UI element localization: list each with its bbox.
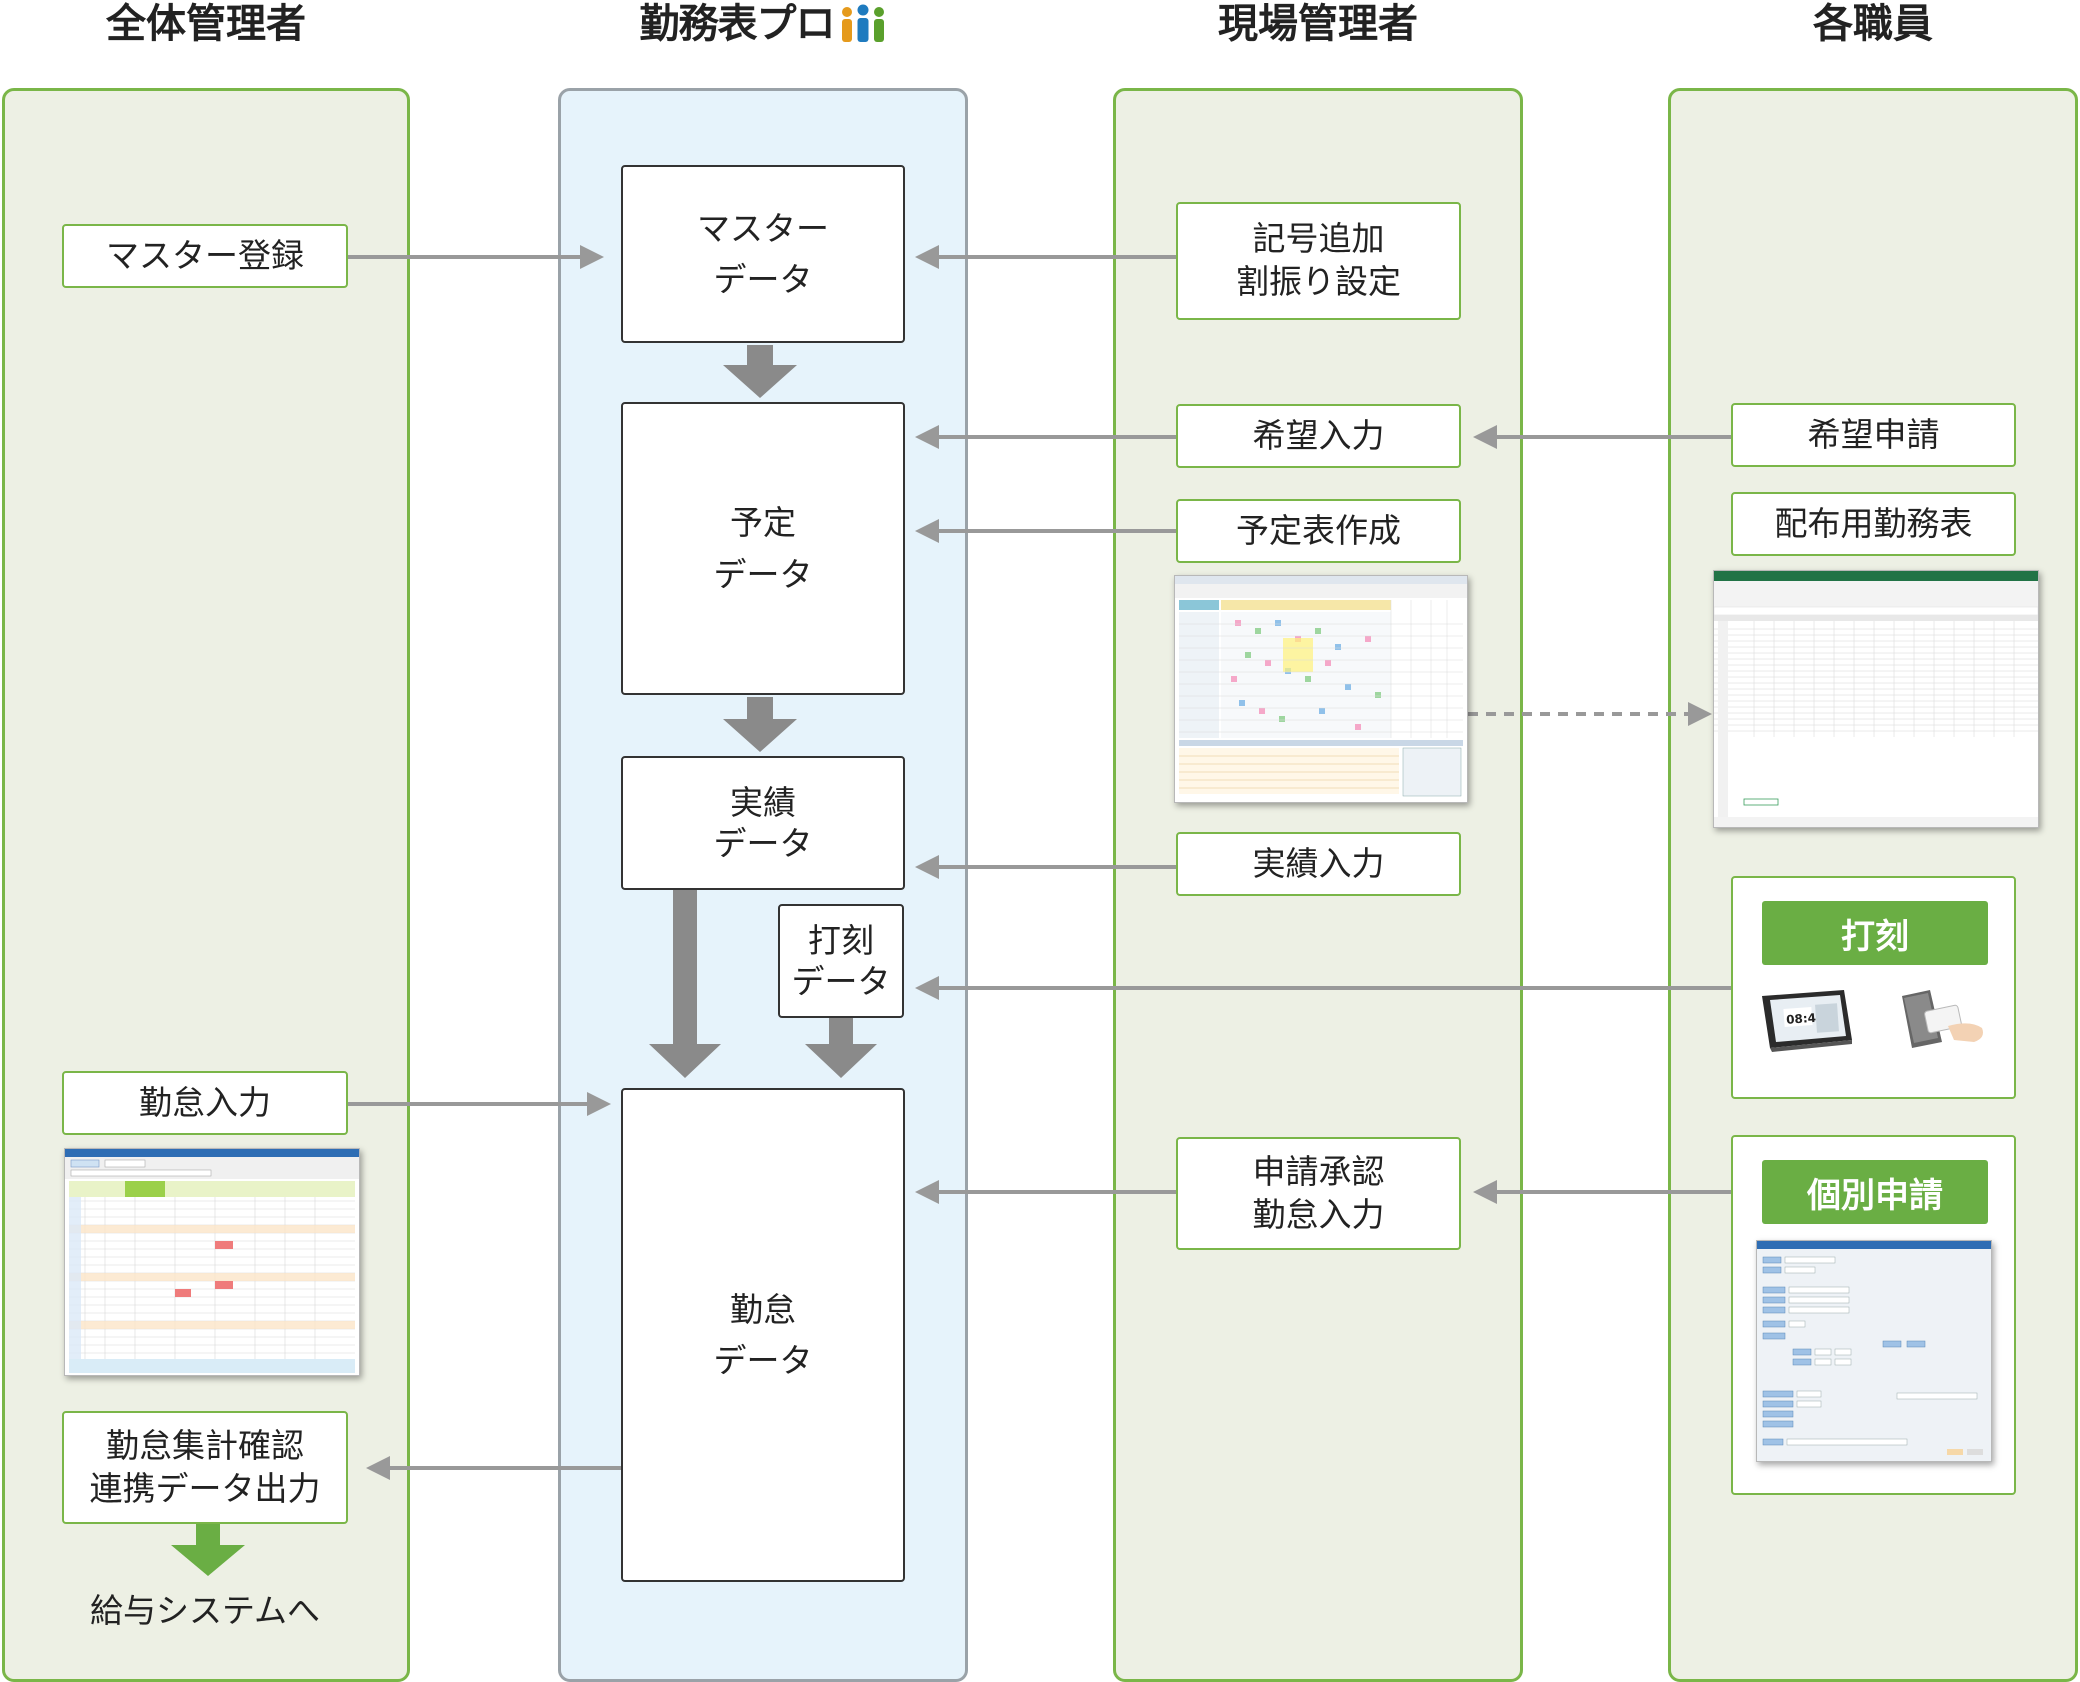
request-apply-box: 希望申請 bbox=[1731, 403, 2016, 467]
attendance-data-box: 勤怠 データ bbox=[621, 1088, 905, 1582]
attendance-data-line1: 勤怠 bbox=[730, 1289, 796, 1329]
actual-input-label: 実績入力 bbox=[1252, 843, 1385, 883]
people-logo-icon bbox=[841, 4, 884, 42]
attendance-input-box: 勤怠入力 bbox=[62, 1071, 348, 1135]
actual-data-line1: 実績 bbox=[730, 782, 796, 822]
master-data-line2: データ bbox=[713, 260, 813, 299]
request-input-label: 希望入力 bbox=[1252, 415, 1385, 455]
symbol-settings-line1: 記号追加 bbox=[1252, 219, 1385, 259]
schedule-data-line1: 予定 bbox=[730, 503, 796, 543]
header-staff: 各職員 bbox=[1813, 1, 1933, 47]
symbol-settings-box: 記号追加 割振り設定 bbox=[1176, 202, 1461, 320]
symbol-settings-line2: 割振り設定 bbox=[1236, 262, 1401, 301]
block-arrow-schedule-to-actual bbox=[723, 697, 797, 752]
summary-line1: 勤怠集計確認 bbox=[106, 1425, 304, 1465]
approval-line1: 申請承認 bbox=[1252, 1151, 1385, 1191]
application-form-image bbox=[1757, 1241, 1991, 1461]
attendance-data-line2: データ bbox=[713, 1341, 813, 1380]
header-site-manager: 現場管理者 bbox=[1218, 1, 1418, 47]
punch-clock-text: 08:47 bbox=[1786, 1010, 1825, 1027]
actual-input-box: 実績入力 bbox=[1176, 832, 1461, 896]
approval-box: 申請承認 勤怠入力 bbox=[1176, 1137, 1461, 1250]
green-arrow-to-payroll bbox=[171, 1524, 245, 1576]
block-arrow-actual-to-attendance bbox=[649, 890, 721, 1078]
card-reader-icon bbox=[1902, 990, 1983, 1048]
tablet-icon: 08:47 bbox=[1762, 990, 1852, 1052]
to-payroll-label: 給与システムへ bbox=[89, 1591, 320, 1630]
summary-output-box: 勤怠集計確認 連携データ出力 bbox=[62, 1411, 348, 1524]
individual-application-title: 個別申請 bbox=[1762, 1160, 1988, 1224]
application-form-thumbnail bbox=[1756, 1240, 1992, 1462]
punch-title: 打刻 bbox=[1762, 901, 1988, 965]
master-data-line1: マスター bbox=[697, 208, 829, 248]
schedule-creation-label: 予定表作成 bbox=[1236, 510, 1401, 550]
block-arrow-master-to-schedule bbox=[723, 345, 797, 398]
request-apply-label: 希望申請 bbox=[1807, 414, 1940, 454]
attendance-input-label: 勤怠入力 bbox=[139, 1082, 271, 1122]
block-arrow-punch-to-attendance bbox=[805, 1018, 877, 1078]
punch-data-box: 打刻 データ bbox=[778, 904, 904, 1018]
logo: 勤務表プロ bbox=[558, 0, 968, 48]
master-registration-label: マスター登録 bbox=[106, 235, 304, 275]
distribution-sheet-thumbnail bbox=[1713, 570, 2039, 828]
schedule-screen-thumbnail bbox=[1174, 575, 1468, 803]
schedule-creation-box: 予定表作成 bbox=[1176, 499, 1461, 563]
spreadsheet-image bbox=[1713, 571, 2039, 827]
approval-line2: 勤怠入力 bbox=[1252, 1194, 1385, 1234]
schedule-data-line2: データ bbox=[713, 554, 813, 594]
distribution-schedule-box: 配布用勤務表 bbox=[1731, 492, 2016, 556]
master-data-box: マスター データ bbox=[621, 165, 905, 343]
actual-data-line2: データ bbox=[713, 824, 813, 863]
attendance-table-image bbox=[65, 1149, 359, 1373]
header-admin: 全体管理者 bbox=[106, 1, 306, 47]
actual-data-box: 実績 データ bbox=[621, 756, 905, 890]
schedule-grid-image bbox=[1175, 576, 1467, 797]
distribution-schedule-label: 配布用勤務表 bbox=[1774, 503, 1973, 543]
summary-line2: 連携データ出力 bbox=[89, 1468, 321, 1508]
master-registration-box: マスター登録 bbox=[62, 224, 348, 288]
punch-data-line2: データ bbox=[791, 962, 891, 1001]
attendance-screen-thumbnail bbox=[64, 1148, 360, 1376]
request-input-box: 希望入力 bbox=[1176, 404, 1461, 468]
logo-text: 勤務表プロ bbox=[639, 1, 836, 47]
punch-data-line1: 打刻 bbox=[808, 920, 874, 960]
schedule-data-box: 予定 データ bbox=[621, 402, 905, 695]
